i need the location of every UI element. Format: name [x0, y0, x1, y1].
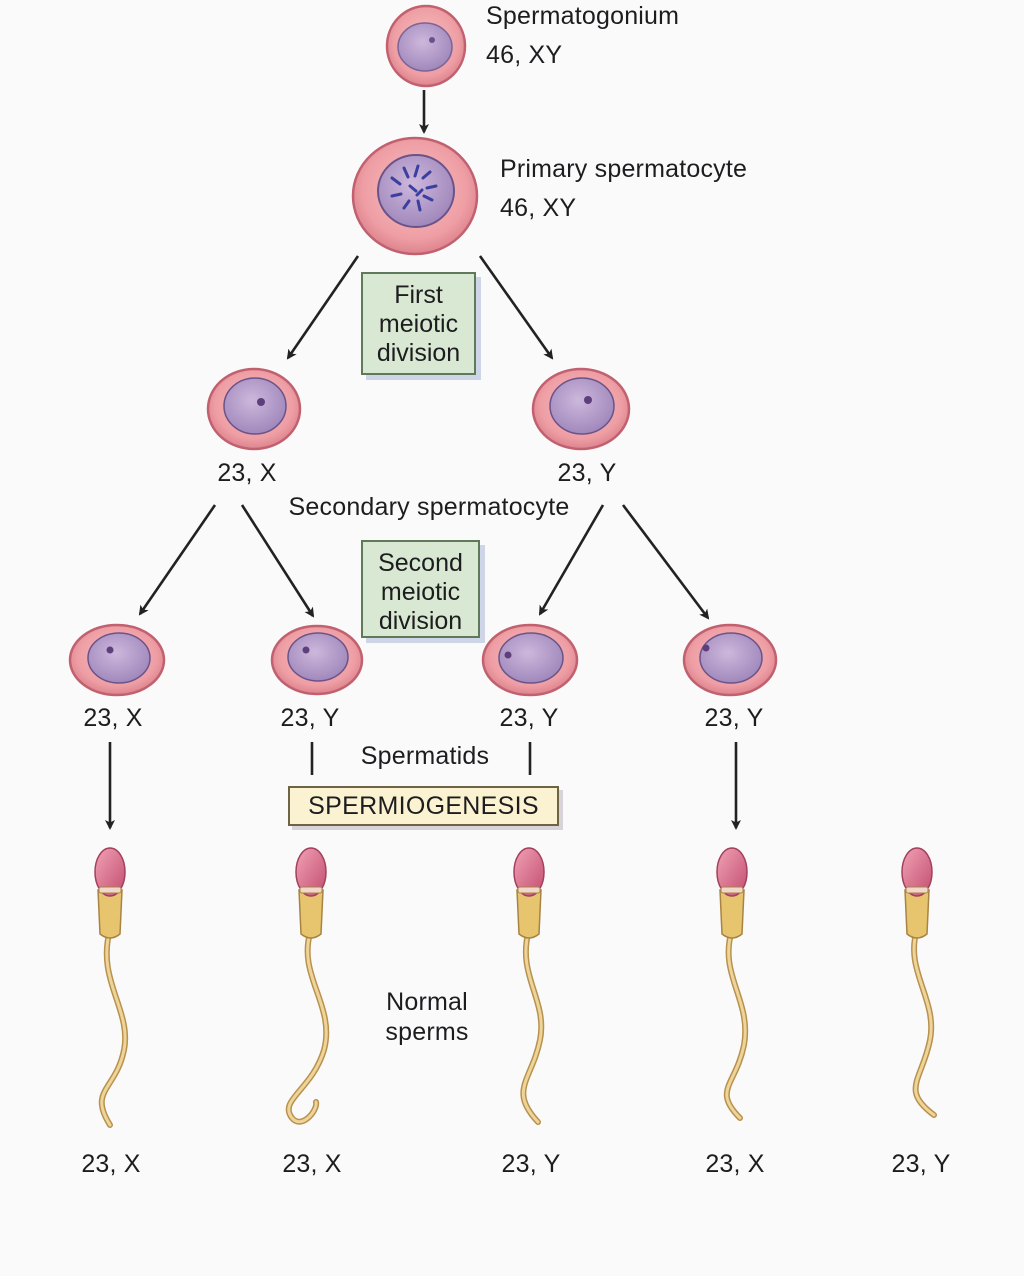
normal-sperms-label-line1: Normal	[386, 988, 468, 1016]
secondary-spermatocyte-x	[206, 367, 302, 451]
sperm-5-karyotype: 23, Y	[891, 1150, 951, 1178]
spermatid-3-karyotype: 23, Y	[499, 704, 559, 732]
arrow-primary-to-secondary-right	[478, 255, 554, 360]
secondary-right-karyotype: 23, Y	[557, 459, 617, 487]
spermatogonium-karyotype: 46, XY	[486, 41, 563, 69]
sperm-1	[94, 847, 129, 1128]
spermatogonium-label: Spermatogonium	[486, 2, 680, 30]
spermatid-2	[270, 624, 364, 696]
spermatids-label: Spermatids	[360, 742, 490, 770]
secondary-left-karyotype: 23, X	[217, 459, 277, 487]
spermatid-brackets	[310, 742, 532, 775]
primary-spermatocyte-label: Primary spermatocyte	[500, 155, 748, 183]
first-meiotic-division-box: First meiotic division	[361, 272, 476, 375]
spermatid-1	[68, 623, 166, 697]
primary-spermatocyte-cell	[351, 136, 479, 256]
sperm-3	[513, 847, 545, 1125]
arrow-secondary-left-to-spermatid-2	[240, 504, 315, 618]
sperm-2	[285, 847, 330, 1125]
arrow-secondary-right-to-spermatid-4	[621, 504, 710, 620]
secondary-spermatocyte-y	[531, 367, 631, 451]
arrow-primary-to-secondary-left	[286, 255, 360, 360]
sperm-5	[901, 847, 937, 1118]
spermatid-3	[481, 623, 579, 697]
second-meiotic-division-box: Second meiotic division	[361, 540, 480, 638]
arrow-secondary-left-to-spermatid-1	[138, 504, 217, 616]
spermatid-1-karyotype: 23, X	[83, 704, 143, 732]
sperm-3-karyotype: 23, Y	[501, 1150, 561, 1178]
spermatid-2-karyotype: 23, Y	[280, 704, 340, 732]
spermatid-4	[682, 623, 778, 697]
arrows	[105, 90, 741, 830]
spermiogenesis-box: SPERMIOGENESIS	[288, 786, 559, 826]
arrow-secondary-right-to-spermatid-3	[538, 504, 605, 616]
normal-sperms-label-line2: sperms	[385, 1018, 469, 1046]
spermatid-4-karyotype: 23, Y	[704, 704, 764, 732]
sperm-2-karyotype: 23, X	[282, 1150, 342, 1178]
sperm-4-karyotype: 23, X	[705, 1150, 765, 1178]
sperm-4	[716, 847, 749, 1121]
chromatin-strands	[390, 164, 438, 212]
sperm-1-karyotype: 23, X	[81, 1150, 141, 1178]
spermatogonium-cell	[385, 4, 467, 88]
secondary-spermatocyte-label: Secondary spermatocyte	[288, 493, 570, 521]
primary-spermatocyte-karyotype: 46, XY	[500, 194, 577, 222]
